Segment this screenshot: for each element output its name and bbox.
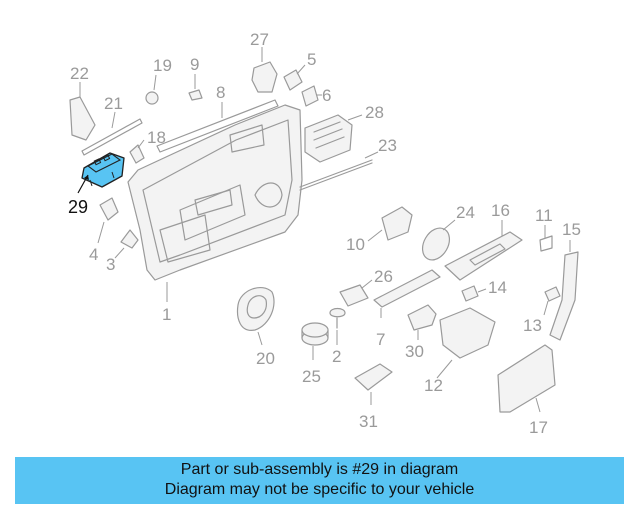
callout-19: 19 bbox=[153, 56, 172, 91]
svg-text:12: 12 bbox=[424, 376, 443, 395]
callout-6: 6 bbox=[317, 86, 331, 105]
svg-text:14: 14 bbox=[488, 278, 507, 297]
part-28-master-switch[interactable] bbox=[304, 114, 353, 163]
svg-text:29: 29 bbox=[68, 197, 88, 217]
part-19-grommet[interactable] bbox=[145, 91, 159, 105]
part-15-pillar-trim[interactable] bbox=[549, 251, 579, 341]
selected-part-banner: Part or sub-assembly is #29 in diagram D… bbox=[15, 457, 624, 504]
part-11-cover[interactable] bbox=[539, 235, 553, 252]
svg-text:27: 27 bbox=[250, 30, 269, 49]
callout-17: 17 bbox=[529, 397, 548, 437]
callout-4: 4 bbox=[89, 221, 105, 264]
part-23-rod[interactable] bbox=[299, 159, 373, 191]
part-3-bracket[interactable] bbox=[120, 229, 139, 249]
callout-3: 3 bbox=[106, 247, 125, 274]
callout-9: 9 bbox=[190, 55, 199, 89]
part-29-window-switch[interactable] bbox=[81, 152, 125, 188]
part-20-speaker[interactable] bbox=[236, 287, 275, 331]
part-21-weatherstrip[interactable] bbox=[81, 118, 143, 156]
svg-text:26: 26 bbox=[374, 267, 393, 286]
part-2-clip[interactable] bbox=[329, 307, 346, 329]
part-18-bracket[interactable] bbox=[129, 144, 145, 164]
svg-text:21: 21 bbox=[104, 94, 123, 113]
callout-16: 16 bbox=[491, 201, 510, 236]
part-22-corner-trim[interactable] bbox=[69, 96, 96, 141]
banner-line-1: Part or sub-assembly is #29 in diagram bbox=[180, 461, 459, 478]
part-10-bezel[interactable] bbox=[381, 206, 413, 241]
callout-12: 12 bbox=[424, 359, 453, 395]
callout-30: 30 bbox=[405, 330, 424, 361]
svg-text:28: 28 bbox=[365, 103, 384, 122]
part-31-handle[interactable] bbox=[354, 363, 393, 391]
callout-24: 24 bbox=[442, 203, 475, 231]
part-6-clip[interactable] bbox=[301, 85, 319, 107]
callout-8: 8 bbox=[216, 83, 225, 118]
svg-text:2: 2 bbox=[332, 347, 341, 366]
svg-text:23: 23 bbox=[378, 136, 397, 155]
part-17-pocket-liner[interactable] bbox=[497, 344, 556, 413]
svg-text:9: 9 bbox=[190, 55, 199, 74]
part-24-cover[interactable] bbox=[417, 223, 455, 264]
svg-text:24: 24 bbox=[456, 203, 475, 222]
part-13-switch[interactable] bbox=[544, 286, 561, 302]
svg-text:6: 6 bbox=[322, 86, 331, 105]
callout-29: 29 bbox=[68, 174, 89, 217]
part-26-switch[interactable] bbox=[339, 284, 369, 307]
callout-2: 2 bbox=[332, 330, 341, 366]
svg-text:11: 11 bbox=[535, 206, 553, 225]
callout-26: 26 bbox=[361, 267, 393, 289]
callout-28: 28 bbox=[347, 103, 384, 122]
svg-text:18: 18 bbox=[147, 128, 166, 147]
part-9-clip[interactable] bbox=[188, 89, 203, 101]
callout-11: 11 bbox=[535, 206, 553, 238]
part-25-knob[interactable] bbox=[301, 322, 329, 346]
part-27-switch[interactable] bbox=[251, 61, 278, 93]
banner-line-2: Diagram may not be specific to your vehi… bbox=[164, 481, 475, 498]
callout-18: 18 bbox=[137, 128, 166, 149]
callout-23: 23 bbox=[364, 136, 397, 159]
svg-text:25: 25 bbox=[302, 367, 321, 386]
part-4-fastener[interactable] bbox=[99, 197, 119, 221]
part-1-door-trim-panel[interactable] bbox=[127, 104, 303, 281]
svg-text:17: 17 bbox=[529, 418, 548, 437]
part-5-clip[interactable] bbox=[283, 69, 303, 91]
callout-31: 31 bbox=[359, 392, 378, 431]
svg-text:10: 10 bbox=[346, 235, 365, 254]
svg-text:16: 16 bbox=[491, 201, 510, 220]
callout-13: 13 bbox=[523, 300, 549, 335]
callout-15: 15 bbox=[562, 220, 581, 252]
svg-text:20: 20 bbox=[256, 349, 275, 368]
part-30-switch[interactable] bbox=[407, 304, 437, 331]
callout-22: 22 bbox=[70, 64, 89, 97]
callout-5: 5 bbox=[296, 50, 316, 75]
part-16-switch-panel[interactable] bbox=[444, 231, 523, 281]
svg-text:8: 8 bbox=[216, 83, 225, 102]
callout-25: 25 bbox=[302, 346, 321, 386]
callout-10: 10 bbox=[346, 229, 383, 254]
part-8-belt-molding[interactable] bbox=[156, 99, 279, 153]
callout-21: 21 bbox=[104, 94, 123, 129]
callout-1: 1 bbox=[162, 282, 171, 324]
svg-text:19: 19 bbox=[153, 56, 172, 75]
svg-text:5: 5 bbox=[307, 50, 316, 69]
svg-text:30: 30 bbox=[405, 342, 424, 361]
svg-text:22: 22 bbox=[70, 64, 89, 83]
callout-20: 20 bbox=[256, 331, 275, 368]
callout-27: 27 bbox=[250, 30, 269, 62]
svg-text:13: 13 bbox=[523, 316, 542, 335]
svg-text:15: 15 bbox=[562, 220, 581, 239]
svg-text:31: 31 bbox=[359, 412, 378, 431]
callout-7: 7 bbox=[376, 308, 385, 349]
part-14-switch[interactable] bbox=[461, 285, 479, 302]
svg-text:1: 1 bbox=[162, 305, 171, 324]
svg-text:7: 7 bbox=[376, 330, 385, 349]
svg-text:3: 3 bbox=[106, 255, 115, 274]
callout-14: 14 bbox=[477, 278, 507, 297]
part-12-housing[interactable] bbox=[439, 307, 496, 359]
svg-text:4: 4 bbox=[89, 245, 98, 264]
part-7-trim-strip[interactable] bbox=[373, 269, 441, 308]
